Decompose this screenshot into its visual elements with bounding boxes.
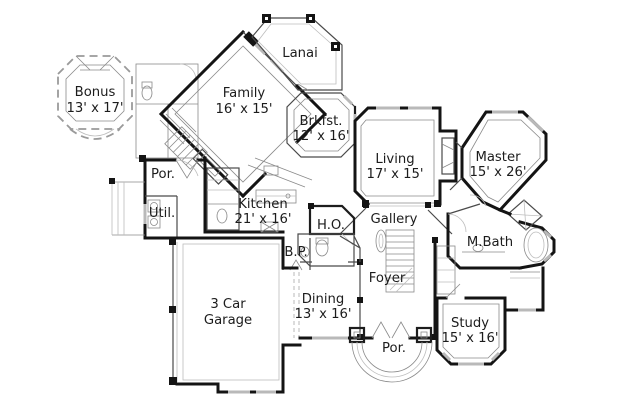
room-dims-master: 15' x 26' — [470, 165, 527, 180]
room-label-utility: Util. — [149, 206, 175, 221]
lanai-corner-post — [243, 31, 259, 47]
bonus-room-outline — [57, 55, 133, 140]
room-dims-living: 17' x 15' — [367, 167, 424, 182]
room-label-porch-left: Por. — [151, 167, 175, 182]
foyer-staircase — [375, 229, 415, 293]
room-dims-breakfast: 12' x 16' — [293, 129, 350, 144]
master-shower — [498, 199, 543, 231]
room-dims-study: 15' x 16' — [442, 331, 499, 346]
room-dims-bonus: 13' x 17' — [67, 101, 124, 116]
room-dims-dining: 13' x 16' — [295, 307, 352, 322]
utility-room-outline — [145, 195, 178, 238]
room-label-kitchen: Kitchen — [238, 197, 288, 212]
hall-bath-cluster — [135, 63, 199, 159]
kitchen-counters — [247, 157, 313, 233]
foyer-outline — [339, 235, 439, 340]
room-label-home-office: H.O. — [317, 218, 345, 233]
room-label-bonus: Bonus — [75, 85, 116, 100]
home-office-outline — [297, 203, 356, 267]
room-label-foyer: Foyer — [369, 271, 406, 286]
room-dims-family: 16' x 15' — [216, 102, 273, 117]
room-label-porch-front: Por. — [382, 341, 406, 356]
stairs-to-bonus — [164, 126, 208, 170]
master-bath-outline — [446, 203, 556, 270]
left-porch-outline — [109, 155, 207, 240]
garage-outline — [143, 236, 302, 394]
room-label-study: Study — [451, 316, 489, 331]
room-label-master-bath: M.Bath — [467, 235, 513, 250]
room-label-lanai: Lanai — [282, 46, 318, 61]
room-label-living: Living — [375, 152, 414, 167]
lanai-posts — [262, 14, 340, 51]
room-label-master: Master — [475, 150, 521, 165]
front-porch-outline — [348, 326, 433, 383]
room-label-garage: 3 Car — [210, 297, 246, 312]
room-label-gallery: Gallery — [371, 212, 418, 227]
master-closet-outline — [436, 245, 545, 312]
room-dims-kitchen: 21' x 16' — [235, 212, 292, 227]
room-label-butlers-pantry: B.P. — [284, 245, 307, 260]
room-label-family: Family — [223, 86, 266, 101]
room-label-dining: Dining — [302, 292, 345, 307]
room-label-garage-2: Garage — [204, 313, 252, 328]
room-labels: Bonus 13' x 17' Lanai Family 16' x 15' B… — [67, 46, 527, 356]
living-fireplace — [441, 137, 455, 175]
room-label-breakfast: Brkfst. — [300, 114, 343, 129]
